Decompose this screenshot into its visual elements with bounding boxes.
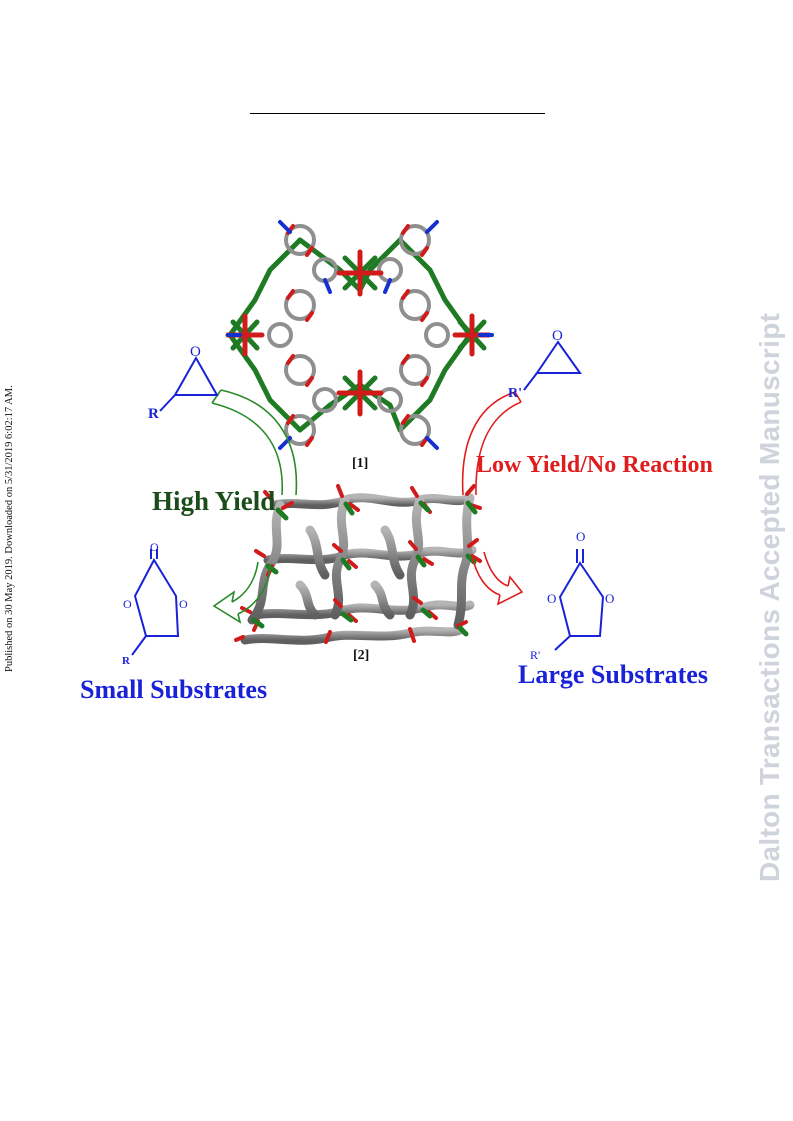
carbonate-right-o-left: O (547, 591, 557, 606)
high-yield-arrow (211, 389, 298, 624)
structure-2-label: [2] (353, 648, 370, 663)
framework-1 (225, 220, 494, 450)
structure-1-label: [1] (352, 456, 369, 471)
carbonate-left-o-top: O (150, 540, 159, 554)
epoxide-right-oxygen: O (552, 328, 563, 344)
epoxide-left-r: R (148, 406, 159, 422)
epoxide-left (159, 355, 219, 412)
epoxide-right (523, 340, 582, 391)
carbonate-left (131, 549, 180, 656)
carbonate-right (554, 549, 605, 651)
carbonate-left-r: R (122, 655, 130, 667)
carbonate-right-r: R' (530, 648, 541, 662)
framework-2 (234, 484, 482, 645)
large-substrates-label: Large Substrates (518, 660, 708, 689)
low-yield-arrow (461, 391, 524, 606)
carbonate-left-o-left: O (123, 597, 132, 611)
small-substrates-label: Small Substrates (80, 675, 268, 704)
epoxide-left-oxygen: O (190, 344, 201, 360)
header-rule (250, 113, 545, 114)
carbonate-left-o-right: O (179, 597, 188, 611)
high-yield-label: High Yield (152, 486, 276, 516)
epoxide-right-r: R' (508, 386, 522, 401)
low-yield-label: Low Yield/No Reaction (476, 452, 713, 478)
carbonate-right-o-top: O (576, 529, 586, 544)
carbonate-right-o-right: O (605, 591, 615, 606)
